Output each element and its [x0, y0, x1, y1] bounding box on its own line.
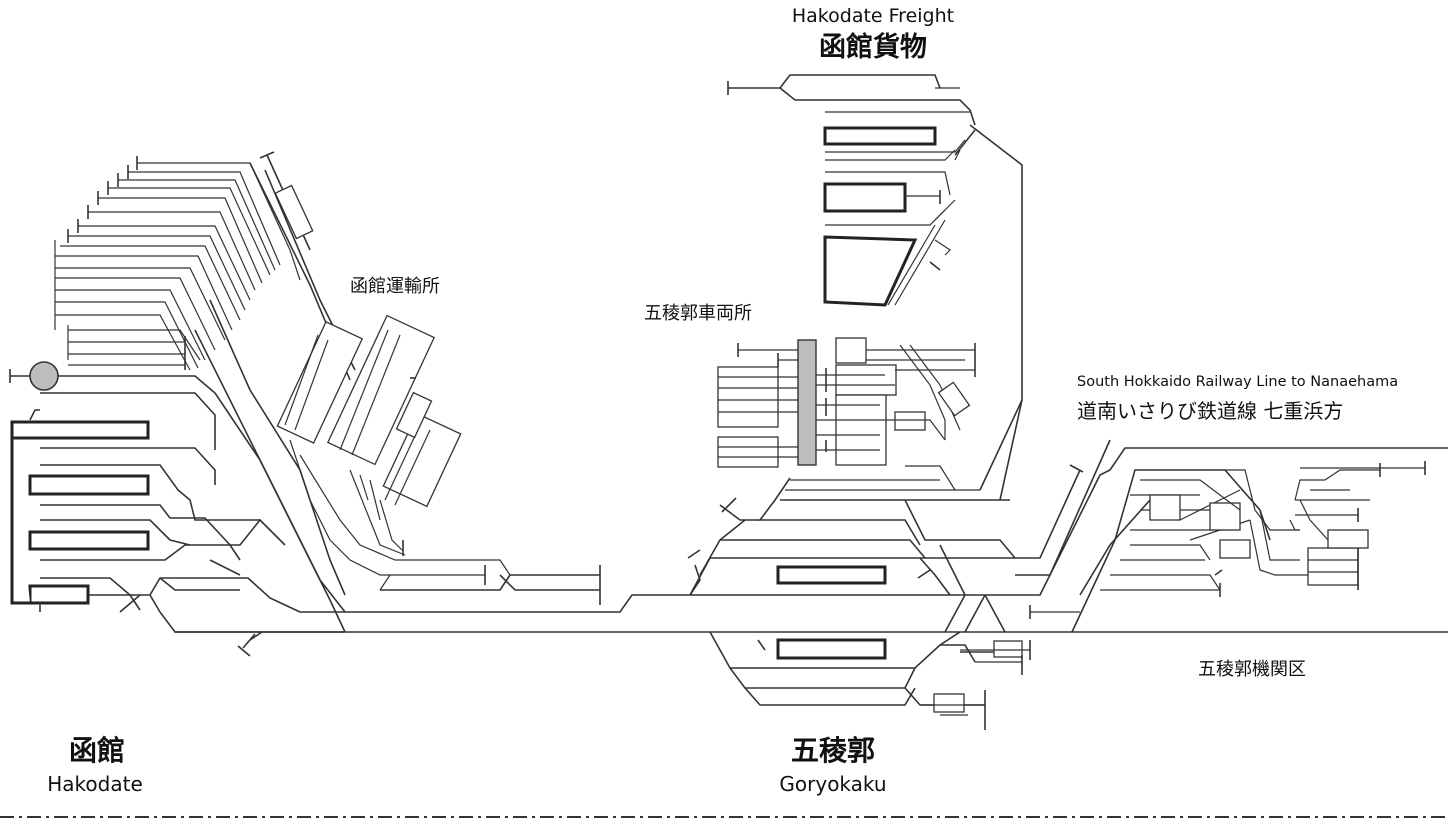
goryokaku-platform-upper: [776, 565, 887, 585]
hakodate-station-tracks: [9, 361, 301, 657]
goryokaku-depot: [717, 337, 1010, 546]
depot-shed-right-top: [835, 337, 867, 364]
label-hakodate-ja: 函館: [69, 734, 125, 767]
label-south-hokkaido-en: South Hokkaido Railway Line to Nanaehama: [1077, 374, 1398, 390]
label-hakodate-depot: 函館運輸所: [350, 276, 440, 297]
depot-shed-right-low: [835, 394, 887, 466]
hakodate-turntable: [29, 361, 59, 391]
engine-shed-4: [1307, 547, 1359, 586]
freight-platform-2: [823, 182, 907, 213]
label-goryokaku-depot: 五稜郭車両所: [644, 303, 752, 324]
goryokaku-shed-lower: [933, 693, 965, 713]
depot-shed-left-upper: [717, 366, 779, 428]
depot-shed-right-mid: [835, 364, 897, 396]
hakodate-depot-sheds: [276, 314, 601, 605]
engine-shed-5: [1327, 529, 1369, 549]
labels: Hakodate Freight 函館貨物 函館運輸所 五稜郭車両所 South…: [47, 5, 1398, 796]
label-goryokaku-engine-depot: 五稜郭機関区: [1198, 659, 1306, 680]
main-line: [40, 594, 1448, 633]
goryokaku-station: [687, 499, 1031, 730]
hakodate-shed-small: [274, 184, 314, 240]
platform-3: [28, 530, 150, 551]
platform-1: [10, 420, 150, 440]
label-hakodate-en: Hakodate: [47, 772, 143, 796]
engine-shed-3: [1219, 539, 1251, 559]
depot-shed-small: [894, 411, 926, 431]
transfer-table: [797, 339, 817, 466]
platform-4: [28, 584, 90, 605]
platform-concourse: [10, 422, 30, 605]
label-south-hokkaido-ja: 道南いさりび鉄道線 七重浜方: [1077, 399, 1343, 423]
engine-shed-1: [1149, 494, 1181, 521]
hakodate-freight-yard: [727, 74, 1023, 491]
depot-shed-b: [326, 314, 436, 466]
goryokaku-shed-small: [993, 640, 1023, 658]
freight-platform-1: [823, 126, 937, 146]
goryokaku-engine-depot: [999, 399, 1448, 633]
depot-shed-left-lower: [717, 436, 779, 468]
engine-shed-2: [1209, 502, 1241, 531]
platform-2: [28, 474, 150, 496]
goryokaku-platform-lower: [776, 638, 887, 660]
depot-shed-c: [382, 412, 462, 508]
label-hakodate-freight-ja: 函館貨物: [819, 31, 927, 63]
hakodate-depot-yard: [54, 151, 356, 633]
freight-platform-3: [823, 235, 918, 307]
depot-shed-tilted: [937, 381, 971, 417]
label-goryokaku-en: Goryokaku: [779, 772, 886, 796]
label-goryokaku-ja: 五稜郭: [791, 734, 875, 767]
depot-shed-a: [276, 321, 364, 444]
label-hakodate-freight-en: Hakodate Freight: [792, 5, 954, 27]
depot-shed-d: [395, 391, 433, 439]
